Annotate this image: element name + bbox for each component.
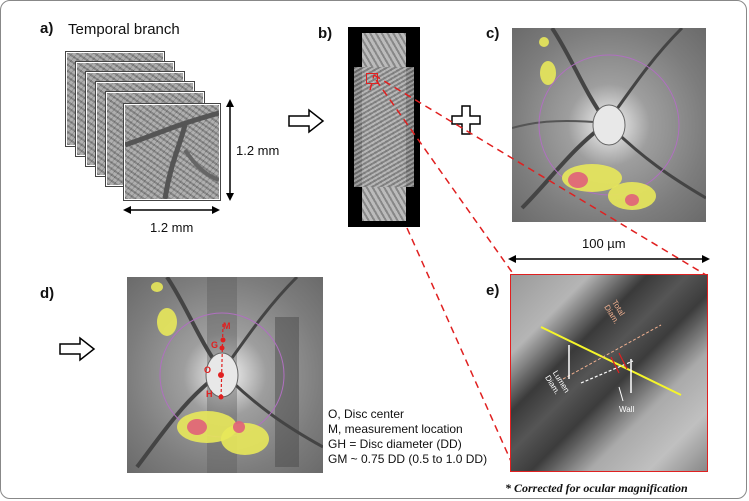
arrow-right-icon [59, 336, 96, 362]
tile-front [124, 104, 220, 200]
fundus-overlay-c [512, 28, 706, 210]
point-label-o: O [204, 365, 212, 375]
point-label-m: M [223, 321, 231, 331]
vessel-drawing [125, 110, 219, 199]
panel-d-label: d) [40, 285, 55, 302]
fundus-image-c [512, 28, 706, 222]
vessel-closeup-image: Total Diam. Lumen Diam. Wall [510, 274, 708, 472]
panel-e-label: e) [486, 282, 500, 299]
fundus-image-d: M G O H [127, 277, 323, 473]
fundus-overlay-d [135, 277, 323, 473]
montage-image [348, 27, 420, 227]
plus-icon [451, 105, 481, 135]
scale-label: 100 µm [582, 236, 626, 251]
height-label: 1.2 mm [236, 143, 280, 158]
legend-line: GH = Disc diameter (DD) [328, 437, 462, 451]
legend-line: O, Disc center [328, 407, 405, 421]
arrow-right-icon [288, 108, 325, 134]
scale-bar [508, 255, 710, 263]
panel-d-legend: O, Disc center M, measurement location G… [328, 407, 487, 467]
legend-line: GM ~ 0.75 DD (0.5 to 1.0 DD) [328, 452, 488, 466]
width-label: 1.2 mm [150, 220, 194, 235]
vessel-measurement-overlay [540, 324, 682, 402]
panel-c-label: c) [486, 25, 500, 42]
montage-strip [354, 67, 414, 187]
legend-line: M, measurement location [328, 422, 463, 436]
panel-b-label: b) [318, 25, 333, 42]
wall-annotation: Wall [619, 405, 635, 414]
footnote: * Corrected for ocular magnification [505, 481, 688, 495]
panel-a-title: Temporal branch [68, 21, 180, 38]
point-label-g: G [211, 340, 219, 350]
panel-a-label: a) [40, 20, 54, 37]
point-label-h: H [206, 389, 213, 399]
